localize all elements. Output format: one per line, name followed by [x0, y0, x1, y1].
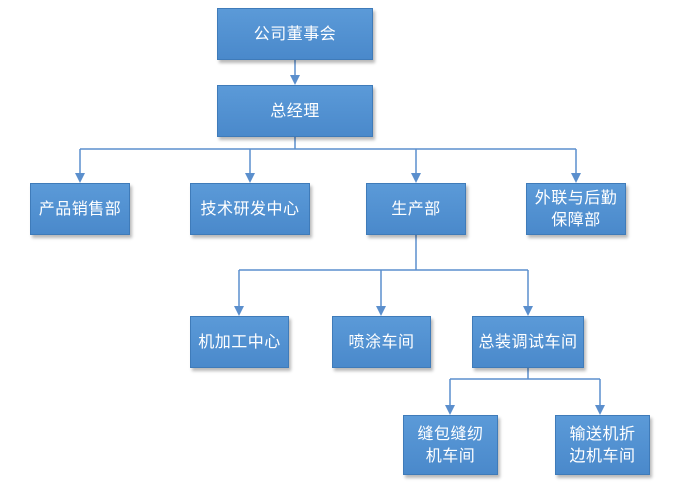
node-production-department: 生产部 — [366, 183, 466, 235]
node-sales-department: 产品销售部 — [30, 183, 130, 235]
node-sewing-workshop: 缝包缝纫 机车间 — [403, 415, 498, 475]
node-general-manager: 总经理 — [217, 85, 373, 137]
node-assembly-workshop: 总装调试车间 — [472, 316, 584, 368]
node-board: 公司董事会 — [217, 8, 373, 60]
node-spray-workshop: 喷涂车间 — [332, 316, 431, 368]
node-logistics-department: 外联与后勤 保障部 — [526, 183, 626, 235]
node-machining-center: 机加工中心 — [190, 316, 289, 368]
node-rd-center: 技术研发中心 — [190, 183, 310, 235]
node-conveyor-workshop: 输送机折 边机车间 — [555, 415, 650, 475]
